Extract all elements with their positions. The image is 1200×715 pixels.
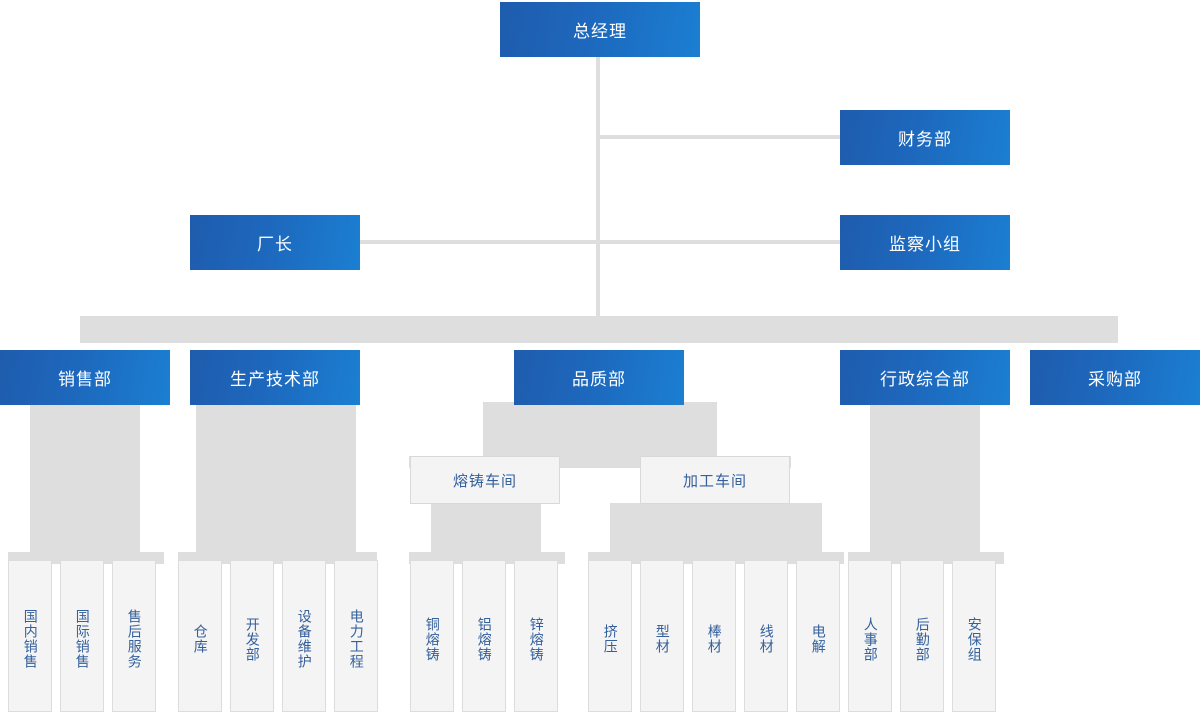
connector-to-finance <box>596 135 842 139</box>
node-general-manager-label: 总经理 <box>573 22 627 41</box>
node-unit-electrolysis-label: 电解 <box>810 624 827 654</box>
node-unit-international-sales-label: 国际销售 <box>74 609 91 669</box>
node-dept-production-tech-label: 生产技术部 <box>230 370 320 389</box>
node-unit-profiles-label: 型材 <box>654 624 671 654</box>
node-unit-equipment-maintenance-label: 设备维护 <box>296 609 313 669</box>
node-unit-domestic-sales[interactable]: 国内销售 <box>8 560 52 712</box>
node-dept-purchasing-label: 采购部 <box>1088 370 1142 389</box>
connector-department-bar <box>80 316 1118 343</box>
node-unit-international-sales[interactable]: 国际销售 <box>60 560 104 712</box>
node-dept-administration-label: 行政综合部 <box>880 370 970 389</box>
node-unit-warehouse[interactable]: 仓库 <box>178 560 222 712</box>
node-unit-logistics-dept-label: 后勤部 <box>914 616 931 662</box>
node-unit-bars[interactable]: 棒材 <box>692 560 736 712</box>
node-unit-bars-label: 棒材 <box>706 624 723 654</box>
node-workshop-processing[interactable]: 加工车间 <box>640 456 790 504</box>
node-dept-administration[interactable]: 行政综合部 <box>840 350 1010 405</box>
node-factory-director-label: 厂长 <box>257 235 293 254</box>
node-unit-copper-casting[interactable]: 铜熔铸 <box>410 560 454 712</box>
node-unit-development-dept-label: 开发部 <box>244 616 261 662</box>
node-unit-electrolysis[interactable]: 电解 <box>796 560 840 712</box>
node-factory-director[interactable]: 厂长 <box>190 215 360 270</box>
node-unit-power-engineering-label: 电力工程 <box>348 609 365 669</box>
connector-to-supervision <box>596 240 842 244</box>
node-unit-wire-label: 线材 <box>758 624 775 654</box>
node-dept-sales-label: 销售部 <box>58 370 112 389</box>
node-unit-security-team-label: 安保组 <box>966 616 983 662</box>
node-workshop-casting-label: 熔铸车间 <box>452 472 517 490</box>
node-dept-purchasing[interactable]: 采购部 <box>1030 350 1200 405</box>
node-unit-domestic-sales-label: 国内销售 <box>22 609 39 669</box>
node-unit-aluminum-casting[interactable]: 铝熔铸 <box>462 560 506 712</box>
node-supervision-team-label: 监察小组 <box>889 235 961 254</box>
node-supervision-team[interactable]: 监察小组 <box>840 215 1010 270</box>
node-unit-equipment-maintenance[interactable]: 设备维护 <box>282 560 326 712</box>
node-workshop-casting[interactable]: 熔铸车间 <box>410 456 560 504</box>
connector-stem-sales <box>30 402 140 564</box>
node-unit-after-sales-service-label: 售后服务 <box>126 609 143 669</box>
node-unit-hr-dept[interactable]: 人事部 <box>848 560 892 712</box>
node-unit-zinc-casting-label: 锌熔铸 <box>528 616 545 662</box>
node-unit-security-team[interactable]: 安保组 <box>952 560 996 712</box>
connector-stem-production <box>196 402 356 564</box>
node-unit-power-engineering[interactable]: 电力工程 <box>334 560 378 712</box>
node-dept-sales[interactable]: 销售部 <box>0 350 170 405</box>
node-general-manager[interactable]: 总经理 <box>500 2 700 57</box>
node-finance-dept-label: 财务部 <box>898 130 952 149</box>
node-dept-quality-label: 品质部 <box>572 370 626 389</box>
connector-to-factory-director <box>356 240 600 244</box>
node-unit-logistics-dept[interactable]: 后勤部 <box>900 560 944 712</box>
node-unit-after-sales-service[interactable]: 售后服务 <box>112 560 156 712</box>
node-dept-production-tech[interactable]: 生产技术部 <box>190 350 360 405</box>
node-unit-aluminum-casting-label: 铝熔铸 <box>476 616 493 662</box>
node-finance-dept[interactable]: 财务部 <box>840 110 1010 165</box>
connector-bar-production <box>178 552 377 564</box>
node-dept-quality[interactable]: 品质部 <box>514 350 684 405</box>
node-unit-development-dept[interactable]: 开发部 <box>230 560 274 712</box>
node-workshop-processing-label: 加工车间 <box>682 472 747 490</box>
node-unit-extrusion[interactable]: 挤压 <box>588 560 632 712</box>
node-unit-profiles[interactable]: 型材 <box>640 560 684 712</box>
node-unit-hr-dept-label: 人事部 <box>862 616 879 662</box>
node-unit-wire[interactable]: 线材 <box>744 560 788 712</box>
node-unit-copper-casting-label: 铜熔铸 <box>424 616 441 662</box>
connector-trunk-vertical <box>596 56 600 318</box>
node-unit-extrusion-label: 挤压 <box>602 624 619 654</box>
connector-stem-admin <box>870 402 980 564</box>
node-unit-warehouse-label: 仓库 <box>192 624 209 654</box>
node-unit-zinc-casting[interactable]: 锌熔铸 <box>514 560 558 712</box>
